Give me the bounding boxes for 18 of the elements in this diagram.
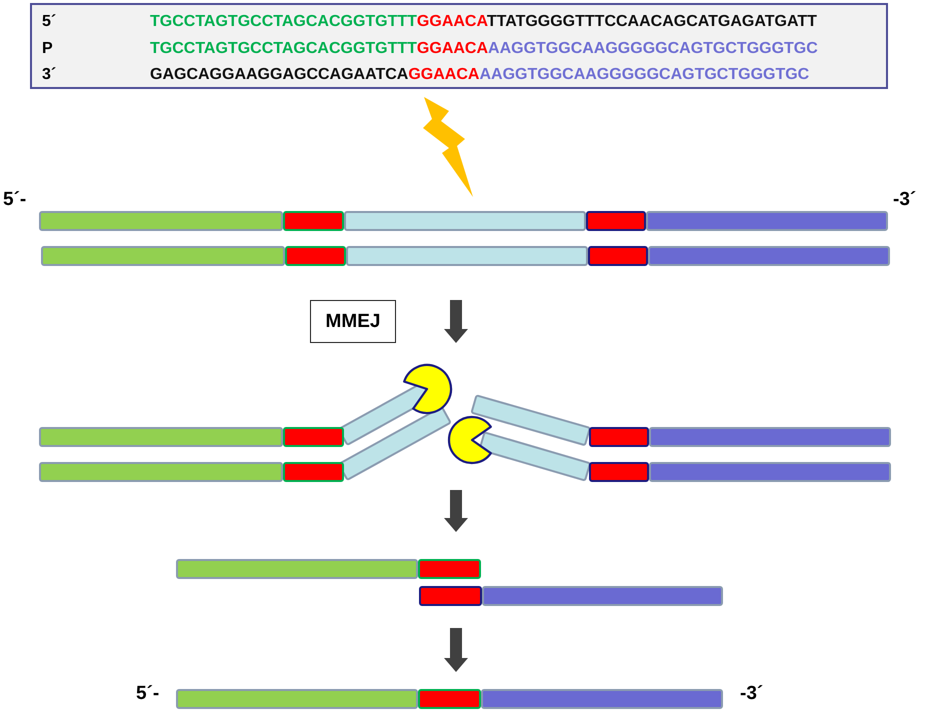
strand-end-label: -3´ (893, 189, 916, 211)
strand-end-label: 5´- (3, 189, 26, 211)
sequence-text: TGCCTAGTGCCTAGCACGGTGTTT (150, 13, 417, 30)
sequence-text: GGAACA (416, 40, 488, 57)
sequence-text: AAGGTGGCAAGGGGGCAGTGCTGGGTGC (488, 40, 818, 57)
strand-label: P (42, 39, 53, 59)
sequence-box (30, 3, 888, 89)
strand-label: 3´ (42, 65, 56, 85)
sequence-text: GGAACA (408, 66, 480, 83)
sequence-text: TTATGGGGTTTCCAACAGCATGAGATGATT (486, 13, 817, 30)
strand-end-label: -3´ (740, 683, 764, 705)
sequence-text: AAGGTGGCAAGGGGGCAGTGCTGGGTGC (479, 66, 810, 83)
strand-label: 5´ (42, 12, 56, 32)
sequence-text: TGCCTAGTGCCTAGCACGGTGTTT (150, 40, 417, 57)
sequence-text: GGAACA (416, 13, 487, 30)
sequence-text: GAGCAGGAAGGAGCCAGAATCA (150, 66, 408, 83)
strand-end-label: 5´- (136, 683, 160, 705)
label-box: MMEJ (310, 300, 396, 343)
